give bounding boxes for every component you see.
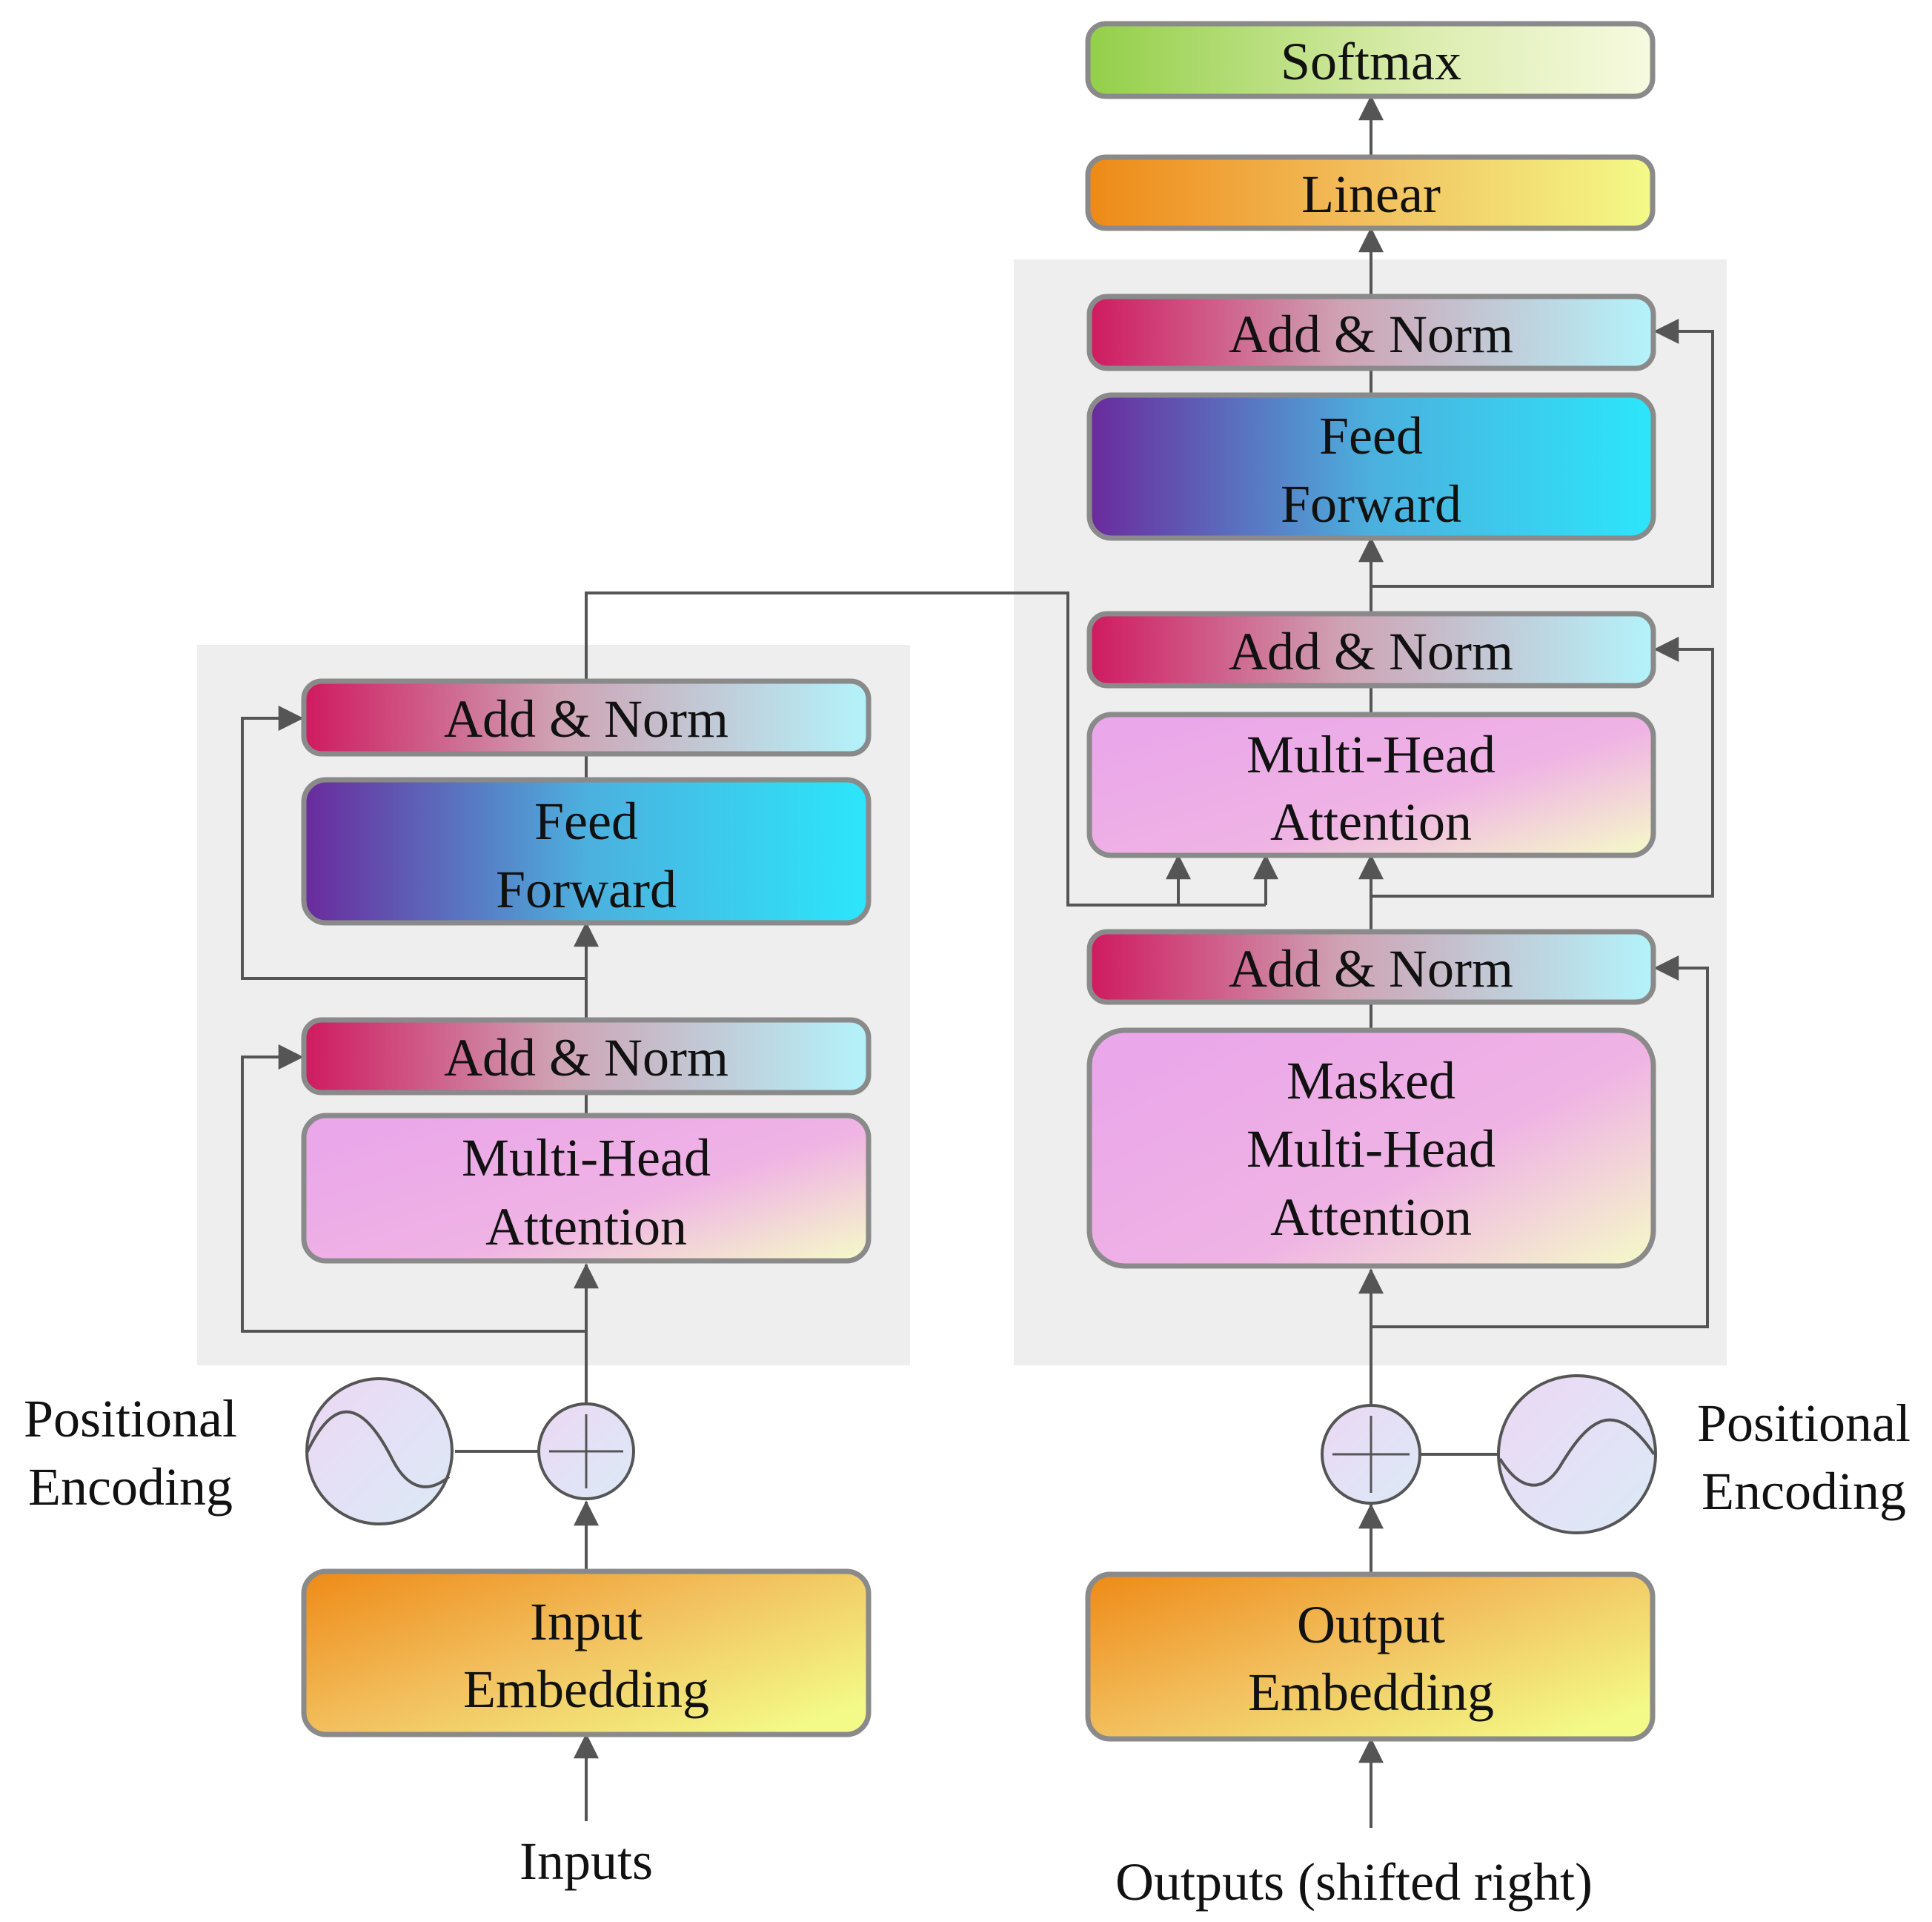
decoder-add-norm-bottom-label: Add & Norm [1229, 939, 1513, 998]
linear-block: Linear [1085, 154, 1656, 231]
encoder-add-norm-top-label: Add & Norm [444, 689, 728, 749]
inputs-label: Inputs [519, 1832, 653, 1891]
decoder-positional-encoding-icon [1497, 1374, 1657, 1534]
output-embedding-line-1: Output [1297, 1595, 1445, 1654]
encoder-attention-line-1: Multi-Head [462, 1128, 711, 1187]
decoder-cross-attention-line-1: Multi-Head [1246, 725, 1496, 784]
decoder-masked-attention: Masked Multi-Head Attention [1086, 1027, 1656, 1269]
encoder-positional-encoding-line-1: Positional [24, 1389, 237, 1448]
outputs-shifted-right-label: Outputs (shifted right) [1115, 1852, 1593, 1912]
decoder-add-norm-top-label: Add & Norm [1229, 305, 1513, 364]
softmax-label: Softmax [1281, 32, 1461, 91]
output-embedding-line-2: Embedding [1248, 1663, 1494, 1722]
input-embedding: Input Embedding [301, 1568, 872, 1737]
decoder-add-operator [1321, 1404, 1421, 1505]
decoder-feed-forward-line-1: Feed [1319, 406, 1423, 465]
decoder-feed-forward: Feed Forward [1086, 392, 1656, 541]
encoder-feed-forward: Feed Forward [301, 777, 872, 926]
decoder-connectors [1358, 95, 1714, 1828]
encoder-positional-encoding-line-2: Encoding [28, 1457, 233, 1517]
encoder-feed-forward-line-2: Forward [496, 860, 677, 919]
decoder-positional-encoding-line-1: Positional [1697, 1394, 1911, 1453]
decoder-positional-encoding-line-2: Encoding [1702, 1462, 1906, 1521]
linear-label: Linear [1301, 165, 1441, 224]
encoder-connectors [241, 591, 1278, 1821]
encoder-add-operator [537, 1402, 635, 1500]
decoder-masked-attention-line-2: Multi-Head [1246, 1119, 1496, 1179]
encoder-add-norm-top: Add & Norm [301, 678, 872, 757]
encoder-add-norm-bottom: Add & Norm [301, 1017, 872, 1096]
encoder-positional-encoding-icon [305, 1377, 454, 1525]
softmax-block: Softmax [1085, 21, 1656, 99]
input-embedding-line-1: Input [530, 1592, 643, 1651]
encoder-attention-line-2: Attention [485, 1197, 687, 1256]
decoder-add-norm-middle: Add & Norm [1086, 611, 1656, 689]
decoder-masked-attention-line-3: Attention [1270, 1187, 1472, 1247]
encoder-add-norm-bottom-label: Add & Norm [444, 1028, 728, 1087]
input-embedding-line-2: Embedding [463, 1660, 709, 1719]
decoder-add-norm-bottom: Add & Norm [1086, 929, 1656, 1005]
encoder-feed-forward-line-1: Feed [534, 792, 638, 851]
decoder-cross-attention-line-2: Attention [1270, 792, 1472, 852]
decoder-add-norm-middle-label: Add & Norm [1229, 622, 1513, 681]
decoder-masked-attention-line-1: Masked [1287, 1051, 1455, 1110]
encoder-multi-head-attention: Multi-Head Attention [301, 1113, 872, 1264]
output-embedding: Output Embedding [1085, 1571, 1656, 1742]
decoder-add-norm-top: Add & Norm [1086, 294, 1656, 371]
decoder-feed-forward-line-2: Forward [1281, 474, 1461, 534]
decoder-cross-attention: Multi-Head Attention [1086, 712, 1656, 858]
